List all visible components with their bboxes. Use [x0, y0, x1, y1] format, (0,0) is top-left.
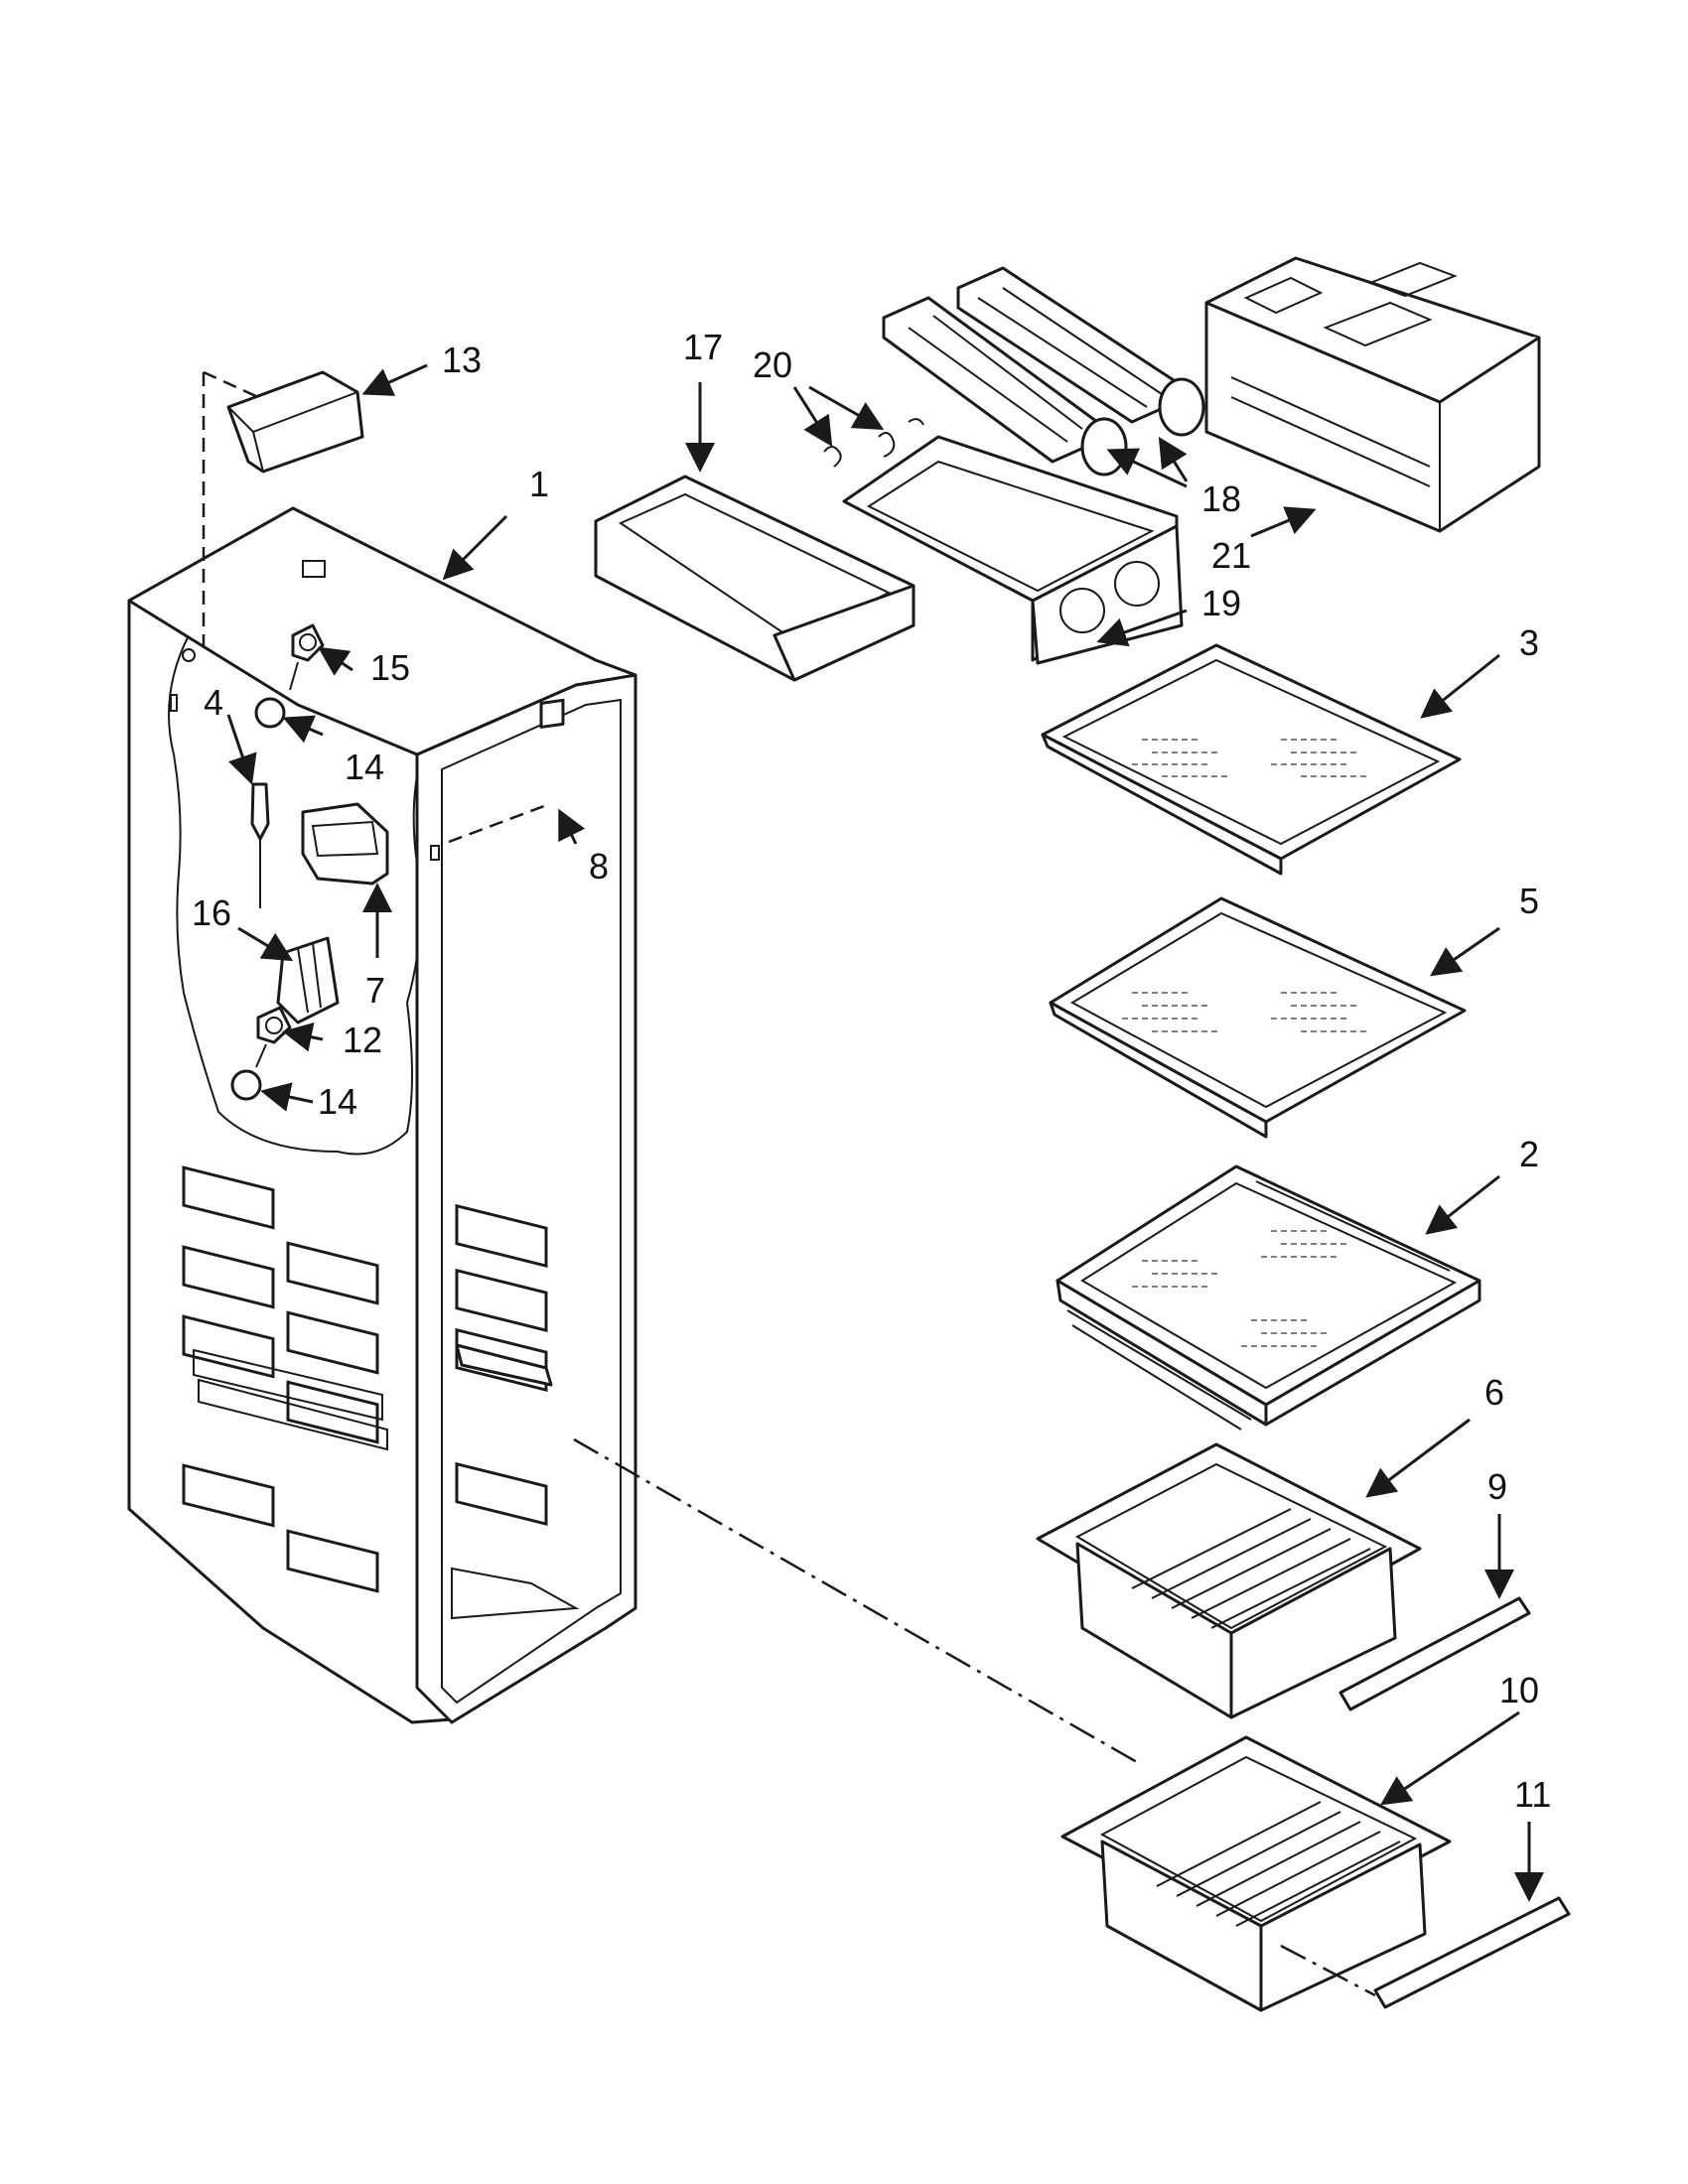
part-liner-cabinet — [127, 506, 637, 1724]
callout-16: 16 — [192, 892, 231, 933]
callout-17: 17 — [683, 327, 723, 367]
callout-labels: 1 2 3 4 5 6 7 8 9 10 11 12 13 14 14 15 1… — [192, 327, 1551, 1815]
part-7-control-housing — [301, 802, 389, 886]
callout-18: 18 — [1201, 478, 1241, 519]
part-13-bracket — [226, 370, 364, 474]
part-2-slide-out-shelf — [1055, 1164, 1481, 1431]
part-21-ice-housing — [1204, 256, 1541, 533]
callout-14-upper: 14 — [345, 747, 384, 787]
callout-6: 6 — [1484, 1372, 1504, 1413]
callout-4: 4 — [204, 682, 223, 723]
part-19-ice-bin — [842, 435, 1184, 665]
part-12-switch-lower — [256, 1006, 292, 1044]
callout-10: 10 — [1499, 1670, 1539, 1710]
callout-8: 8 — [589, 846, 609, 887]
part-8-clip — [448, 698, 565, 844]
callout-3: 3 — [1519, 622, 1539, 663]
callout-12: 12 — [343, 1020, 382, 1060]
part-14-light-bulb-upper — [254, 661, 299, 729]
callout-14-lower: 14 — [318, 1081, 357, 1122]
callout-19: 19 — [1201, 583, 1241, 623]
part-11-rail — [1373, 1896, 1571, 2009]
part-15-switch — [291, 623, 325, 662]
callout-9: 9 — [1487, 1466, 1507, 1507]
callout-13: 13 — [442, 340, 482, 380]
callout-15: 15 — [370, 647, 410, 688]
callout-21: 21 — [1211, 535, 1251, 576]
part-4-thermistor — [250, 782, 270, 908]
part-18-ice-trays — [882, 266, 1205, 477]
part-5-glass-shelf — [1049, 896, 1467, 1139]
callout-11: 11 — [1514, 1774, 1551, 1815]
part-9-rail — [1338, 1596, 1531, 1711]
part-20-springs — [823, 418, 924, 468]
callout-5: 5 — [1519, 881, 1539, 921]
part-10-crisper-drawer — [1060, 1735, 1452, 2012]
part-17-ice-tray — [594, 475, 915, 682]
callout-7: 7 — [365, 970, 385, 1011]
callout-2: 2 — [1519, 1134, 1539, 1174]
callout-20: 20 — [753, 344, 792, 385]
leader-lines — [226, 363, 1544, 1902]
part-14-light-bulb-lower — [230, 1043, 267, 1101]
callout-1: 1 — [529, 464, 549, 504]
part-6-crisper-drawer — [1036, 1442, 1422, 1719]
part-3-glass-shelf — [1041, 643, 1462, 876]
